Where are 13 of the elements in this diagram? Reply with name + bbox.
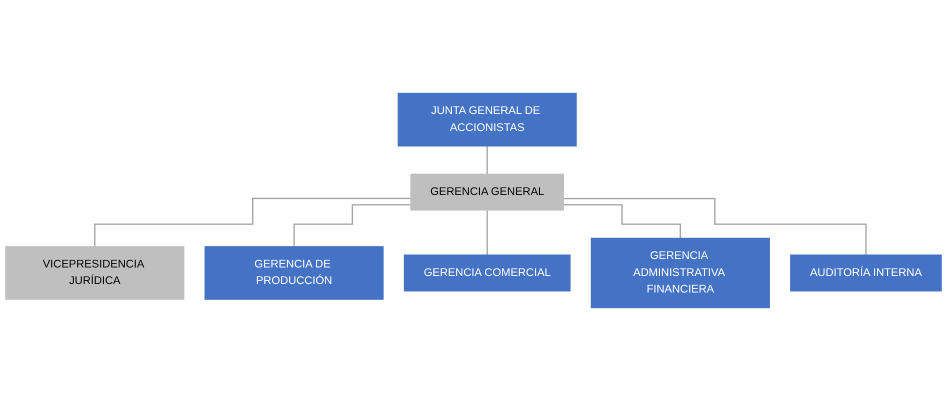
node-box: GERENCIA COMERCIAL [404, 254, 571, 292]
node-box: GERENCIA GENERAL [410, 174, 564, 211]
node-box: AUDITORÍA INTERNA [790, 254, 942, 292]
connector [293, 204, 411, 248]
connector [486, 210, 488, 256]
connector [486, 145, 488, 175]
node-box: GERENCIA DE PRODUCCIÓN [204, 246, 384, 300]
connector [94, 198, 411, 248]
node-box: JUNTA GENERAL DE ACCIONISTAS [398, 92, 577, 146]
connector [564, 198, 867, 256]
node-box: GERENCIA ADMINISTRATIVA FINANCIERA [590, 238, 770, 308]
node-box: VICEPRESIDENCIA JURÍDICA [5, 246, 184, 300]
connector [564, 204, 682, 239]
